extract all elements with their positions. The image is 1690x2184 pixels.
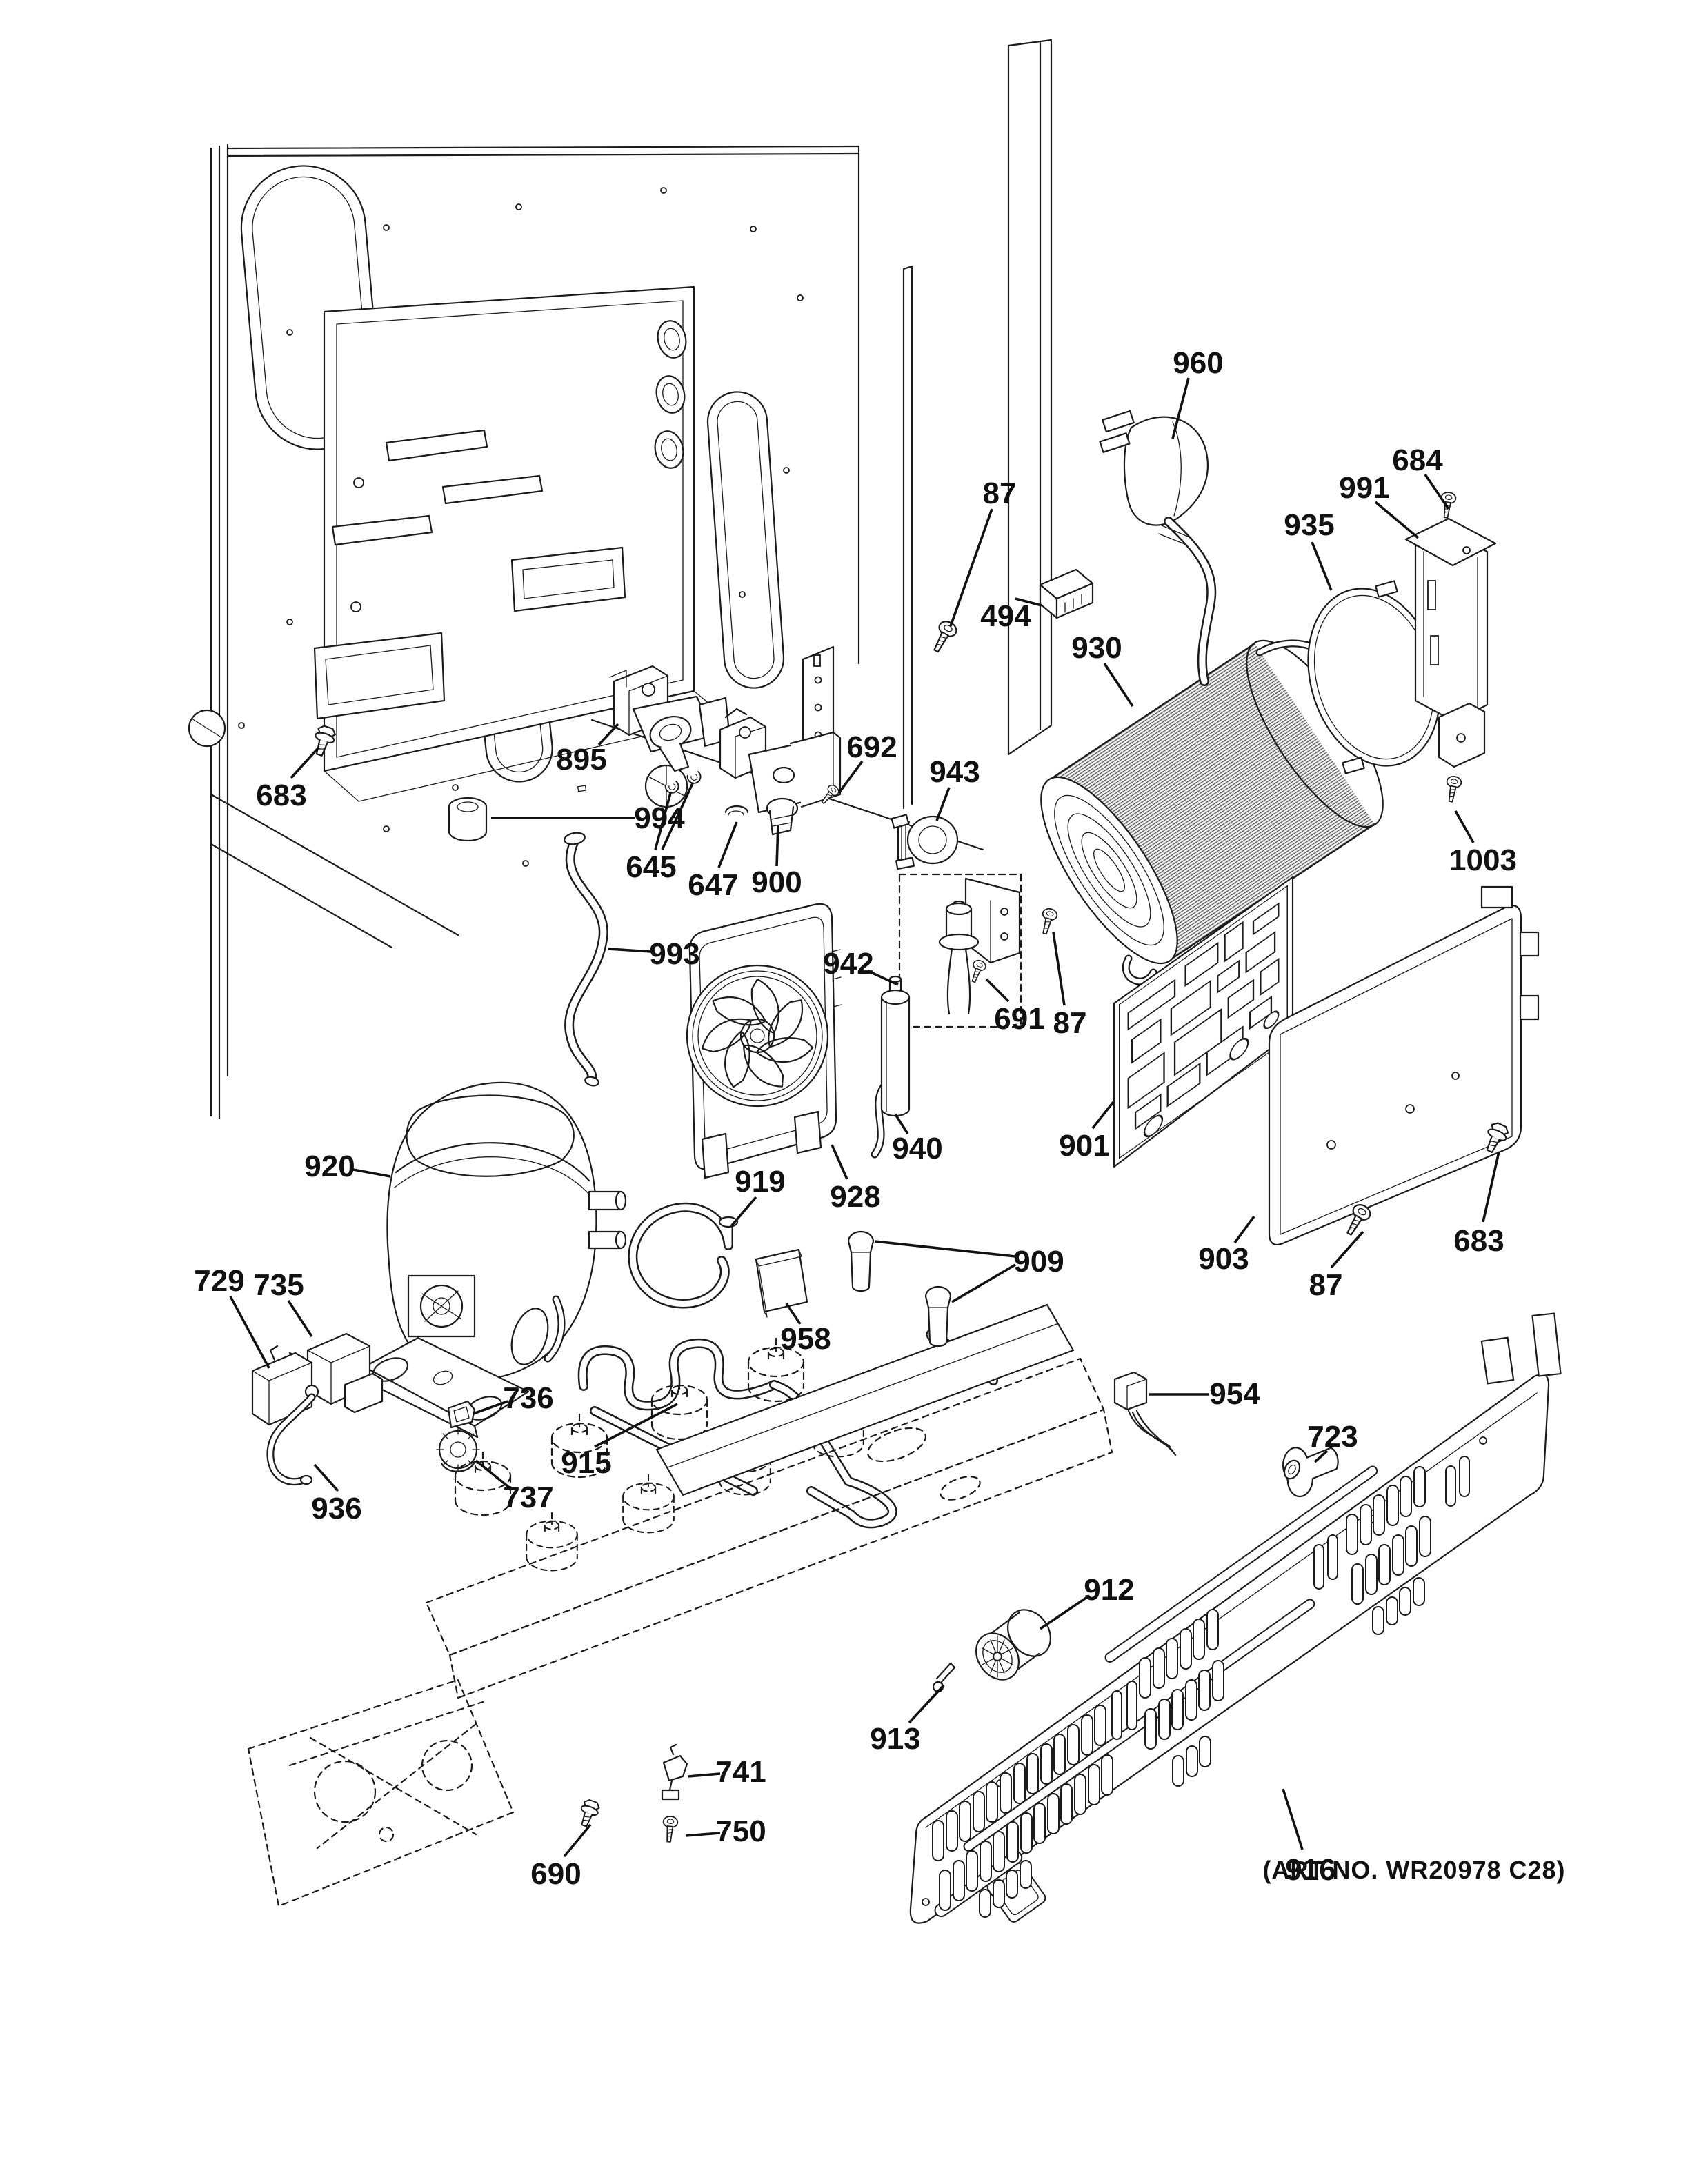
vent-slots-left [932, 1705, 1113, 1918]
condenser-fan-blade [697, 976, 817, 1096]
insulation-pad-958 [755, 1248, 808, 1318]
callout-692: 692 [846, 730, 897, 764]
rubber-plug-909a [847, 1230, 875, 1292]
callout-87a: 87 [983, 477, 1017, 510]
callout-750: 750 [715, 1814, 766, 1848]
bracket-991 [1404, 517, 1497, 768]
drain-cap-994 [448, 797, 488, 842]
callout-954: 954 [1209, 1377, 1260, 1411]
callout-645: 645 [626, 850, 676, 884]
callout-723: 723 [1307, 1420, 1358, 1454]
callout-994: 994 [634, 801, 685, 835]
rubber-plug-909b [924, 1285, 952, 1348]
callout-940: 940 [892, 1132, 942, 1165]
screw-690 [575, 1797, 602, 1830]
screw-87b [1037, 906, 1059, 936]
callout-737: 737 [503, 1481, 553, 1514]
roller-912 [975, 1609, 1051, 1681]
callout-935: 935 [1284, 508, 1334, 542]
relay-735 [288, 1332, 384, 1414]
callout-494: 494 [980, 599, 1031, 633]
callout-87c: 87 [1309, 1268, 1343, 1302]
tube-723 [1282, 1447, 1339, 1498]
callout-958: 958 [780, 1322, 831, 1356]
callout-729: 729 [194, 1264, 244, 1298]
callout-943: 943 [929, 755, 980, 789]
washer-647 [724, 805, 749, 816]
callout-1003: 1003 [1449, 843, 1517, 877]
clip-736 [447, 1400, 476, 1429]
board-cover-903 [1268, 885, 1540, 1245]
art-number: (ART NO. WR20978 C28) [1262, 1856, 1565, 1884]
callout-991: 991 [1339, 471, 1389, 505]
callout-928: 928 [830, 1180, 880, 1214]
callout-912: 912 [1084, 1573, 1134, 1607]
callout-683a: 683 [256, 779, 306, 812]
callout-916: 916 [1285, 1853, 1335, 1887]
grommet-737 [436, 1427, 480, 1472]
drain-hose-993 [564, 832, 608, 1087]
callout-690: 690 [530, 1857, 581, 1891]
vent-panel-916 [909, 1312, 1562, 1924]
callout-920: 920 [304, 1150, 355, 1183]
screw-1003 [1442, 774, 1463, 804]
callout-919: 919 [735, 1165, 785, 1199]
callout-930: 930 [1071, 631, 1122, 665]
callout-901: 901 [1059, 1129, 1109, 1163]
callout-915: 915 [561, 1446, 611, 1480]
callout-736: 736 [503, 1381, 553, 1415]
pin-913 [932, 1662, 956, 1693]
filter-dryer-940 [871, 975, 911, 1159]
compressor-920 [363, 1081, 627, 1439]
condenser-cover-935 [1307, 580, 1442, 774]
callout-909: 909 [1013, 1245, 1064, 1279]
callout-960: 960 [1173, 346, 1223, 380]
callout-647: 647 [688, 868, 738, 902]
power-cord-960 [1099, 410, 1217, 686]
terminal-cover-494 [1039, 568, 1094, 619]
heater-loop-919 [628, 1202, 739, 1309]
screw-750 [661, 1815, 679, 1843]
screw-684 [1438, 490, 1458, 519]
callout-913: 913 [870, 1722, 920, 1756]
callout-labels: 960 684 991 935 87 494 930 1003 692 943 … [194, 346, 1517, 1891]
sensor-bracket-942 [898, 873, 1022, 1028]
callout-942: 942 [823, 947, 873, 981]
callout-87b: 87 [1053, 1006, 1087, 1040]
condenser-fan-motor-943 [891, 814, 959, 870]
callout-895: 895 [556, 743, 606, 777]
ground-wire-936 [266, 1384, 319, 1486]
capacitor-729 [251, 1345, 313, 1426]
vent-slots-middle [1111, 1609, 1224, 1787]
callout-993: 993 [649, 937, 699, 971]
callout-683b: 683 [1453, 1224, 1504, 1258]
back-panel [188, 39, 1053, 1120]
callout-900: 900 [751, 865, 802, 899]
callout-691: 691 [994, 1002, 1044, 1036]
callout-936: 936 [311, 1492, 361, 1525]
condenser-930 [1040, 639, 1384, 985]
vent-slots-right [1313, 1456, 1470, 1635]
water-valve-895 [609, 665, 731, 772]
screw-691 [967, 958, 988, 985]
harness-954 [1113, 1371, 1177, 1456]
base-pan [247, 1303, 1113, 1907]
main-board-901 [1113, 876, 1294, 1168]
callout-741: 741 [715, 1755, 766, 1789]
clip-741 [661, 1743, 688, 1801]
callout-684: 684 [1392, 443, 1443, 477]
callout-735: 735 [253, 1268, 304, 1302]
screw-87a [927, 617, 960, 656]
recess-box [313, 285, 726, 802]
callout-903: 903 [1198, 1242, 1249, 1276]
callout-leaders [229, 377, 1500, 1858]
